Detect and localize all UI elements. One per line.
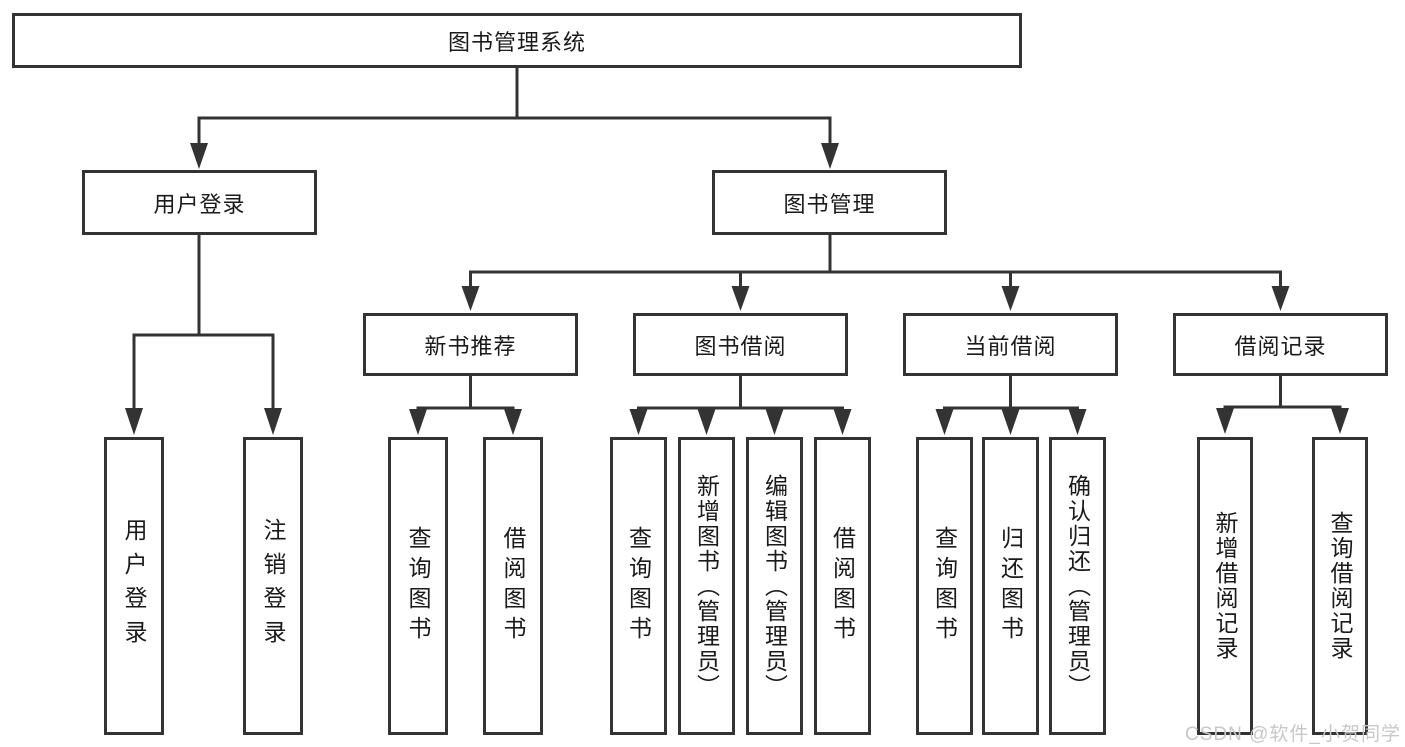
node-borrow-records: 借阅记录 (1173, 313, 1388, 376)
leaf-label: 编辑图书（管理员） (761, 473, 788, 699)
connector-current-borrow-to-leaves (943, 376, 1079, 410)
arrow-down-icon (409, 409, 427, 435)
leaf-label: 归还图书 (997, 526, 1024, 646)
node-library-system: 图书管理系统 (12, 13, 1022, 68)
arrow-down-icon (629, 409, 648, 435)
node-library-system-label: 图书管理系统 (447, 29, 586, 55)
node-book-borrow: 图书借阅 (633, 313, 848, 376)
arrow-down-icon (833, 409, 852, 435)
arrow-down-icon (1331, 408, 1349, 434)
arrow-down-icon (1001, 286, 1020, 311)
connector-new-books-to-leaves (416, 376, 515, 410)
node-leaf-add-book-admin: 新增图书（管理员） (678, 437, 735, 735)
node-current-borrow: 当前借阅 (903, 313, 1118, 376)
node-leaf-edit-book-admin: 编辑图书（管理员） (746, 437, 803, 735)
node-leaf-logout: 注销登录 (243, 437, 303, 735)
node-user-login-label: 用户登录 (153, 191, 246, 217)
connector-book-borrow-to-leaves (637, 376, 844, 410)
node-leaf-return-book: 归还图书 (982, 437, 1039, 735)
node-leaf-query-books: 查询图书 (916, 437, 973, 735)
node-book-borrow-label: 图书借阅 (694, 333, 787, 359)
node-leaf-query-borrow-record: 查询借阅记录 (1312, 437, 1368, 735)
arrow-down-icon (125, 408, 143, 435)
node-leaf-confirm-return-admin: 确认归还（管理员） (1049, 437, 1106, 735)
leaf-label: 查询图书 (625, 526, 652, 646)
node-book-management-label: 图书管理 (783, 191, 876, 217)
arrow-down-icon (1068, 409, 1087, 435)
arrow-down-icon (461, 286, 480, 311)
arrow-down-icon (264, 408, 282, 435)
leaf-label: 借阅图书 (829, 526, 856, 646)
node-leaf-query-books: 查询图书 (388, 437, 448, 735)
arrow-down-icon (1216, 408, 1234, 434)
node-leaf-borrow-books: 借阅图书 (814, 437, 871, 735)
node-leaf-borrow-books: 借阅图书 (483, 437, 543, 735)
leaf-label: 查询借阅记录 (1327, 511, 1353, 661)
arrow-down-icon (697, 409, 716, 435)
connector-book-mgmt-to-level3 (469, 235, 1282, 287)
node-book-management: 图书管理 (712, 170, 947, 235)
node-borrow-records-label: 借阅记录 (1234, 333, 1327, 359)
arrow-down-icon (504, 409, 522, 435)
leaf-label: 查询图书 (405, 526, 431, 646)
node-leaf-user-login: 用户登录 (104, 437, 164, 735)
arrow-down-icon (1001, 409, 1020, 435)
arrow-down-icon (821, 143, 839, 169)
arrow-down-icon (765, 409, 784, 435)
leaf-label: 借阅图书 (500, 526, 526, 646)
arrow-down-icon (935, 409, 954, 435)
node-user-login: 用户登录 (82, 170, 317, 235)
arrowheads (125, 143, 1349, 435)
node-current-borrow-label: 当前借阅 (964, 333, 1057, 359)
leaf-label: 确认归还（管理员） (1064, 473, 1091, 699)
node-new-book-recommend: 新书推荐 (363, 313, 578, 376)
node-leaf-add-borrow-record: 新增借阅记录 (1197, 437, 1253, 735)
arrow-down-icon (190, 143, 208, 169)
leaf-label: 用户登录 (121, 518, 147, 654)
connector-root-to-level2 (197, 68, 832, 144)
leaf-label: 新增借阅记录 (1212, 511, 1238, 661)
watermark: CSDN @软件_小贺同学 (1185, 724, 1401, 745)
arrow-down-icon (1271, 286, 1290, 311)
node-leaf-query-books: 查询图书 (610, 437, 667, 735)
connector-user-login-to-leaves (132, 235, 275, 409)
node-new-book-recommend-label: 新书推荐 (424, 333, 517, 359)
leaf-label: 查询图书 (931, 526, 958, 646)
leaf-label: 新增图书（管理员） (693, 473, 720, 699)
arrow-down-icon (731, 286, 750, 311)
connector-borrow-records-to-leaves (1223, 376, 1342, 409)
leaf-label: 注销登录 (260, 518, 286, 654)
